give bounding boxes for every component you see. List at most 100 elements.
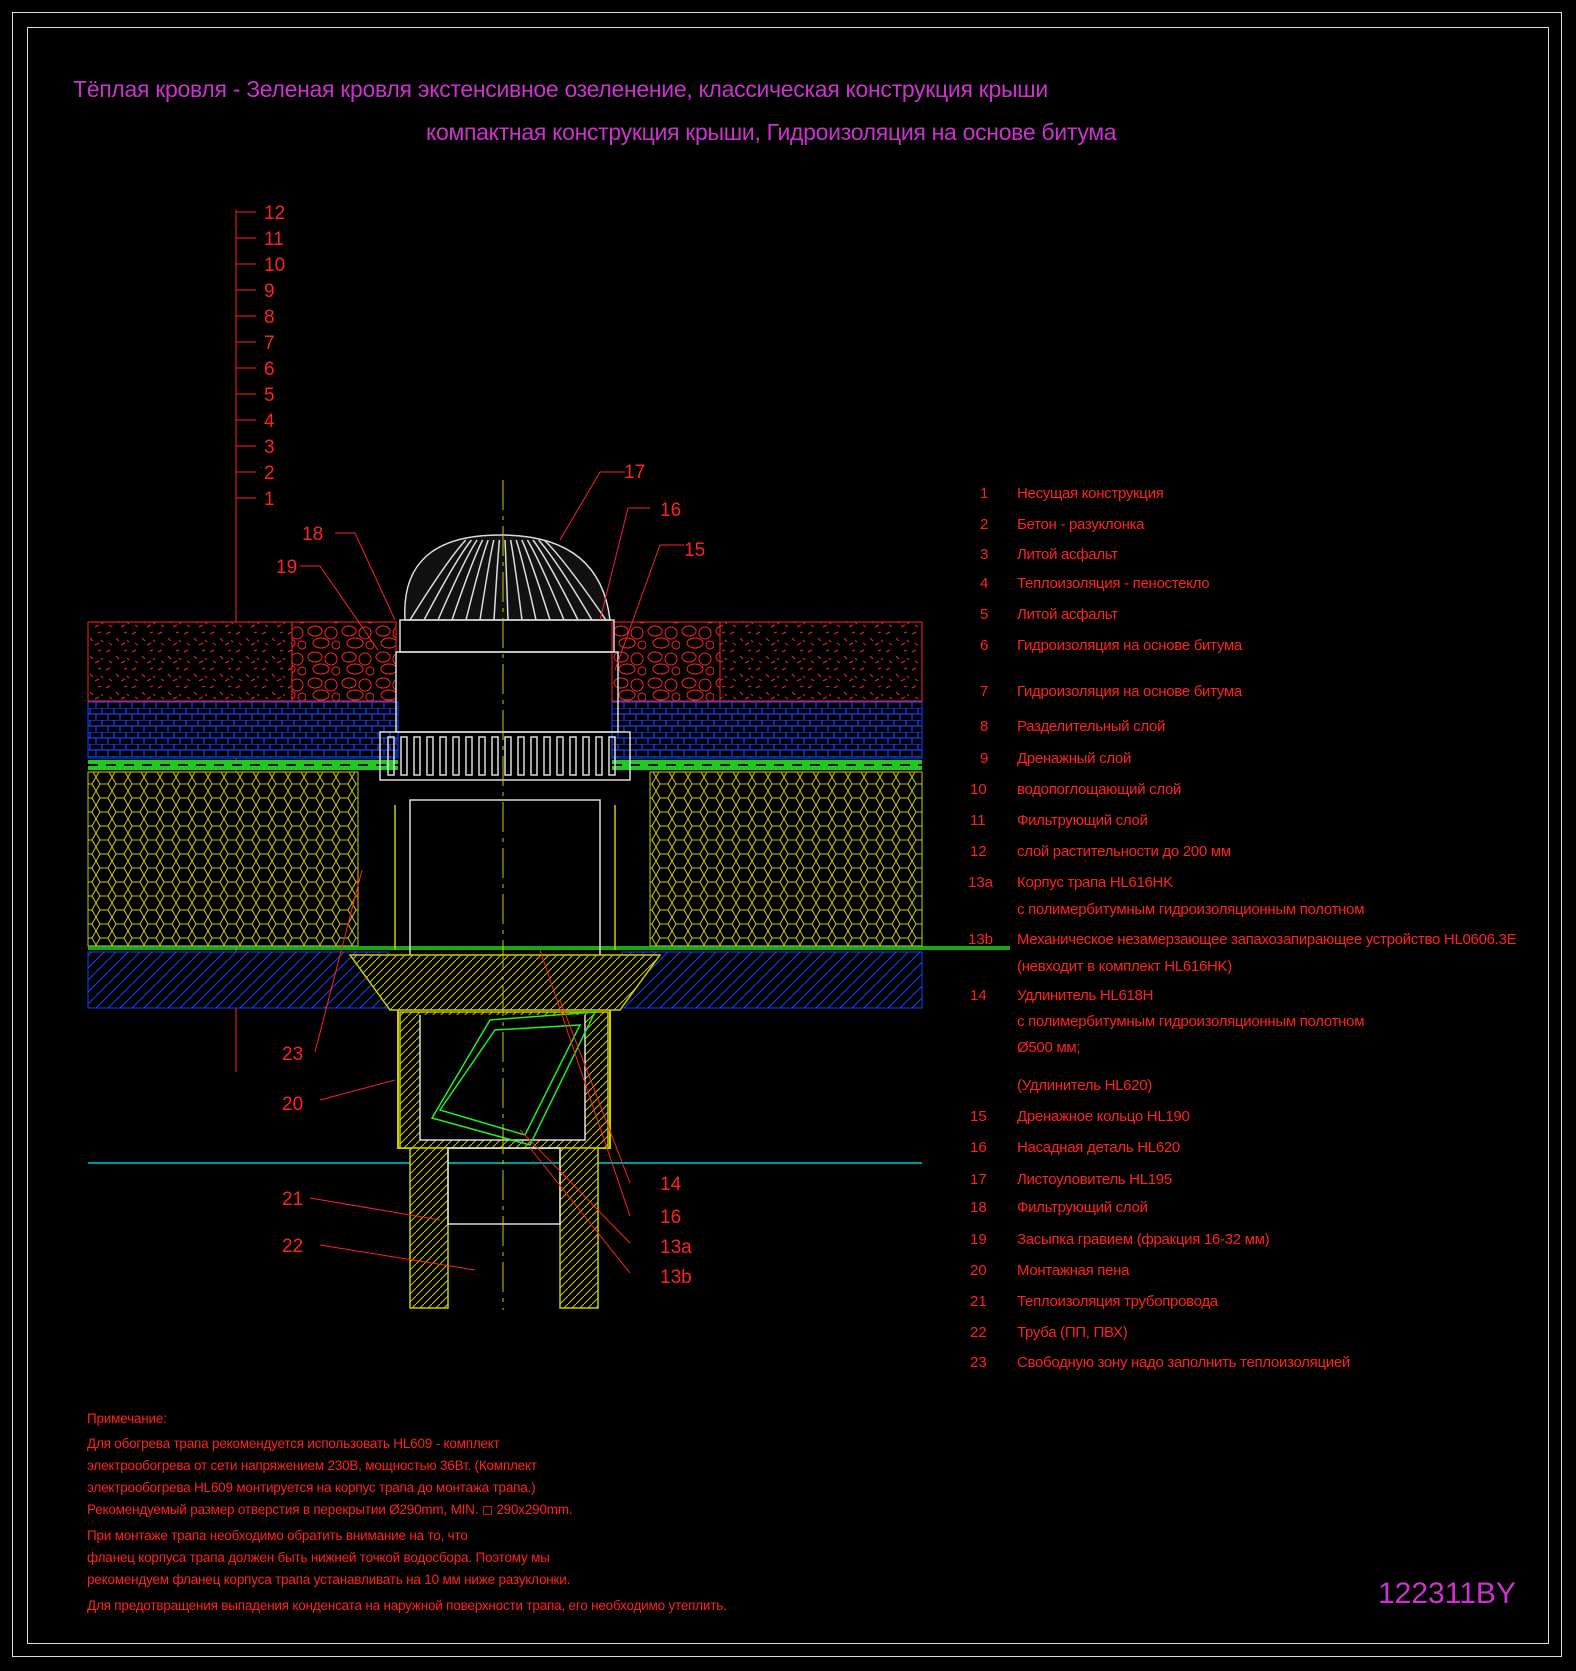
callout-label: 22 — [282, 1236, 303, 1257]
legend-text: Ø500 мм; — [1017, 1039, 1081, 1056]
note-line: При монтаже трапа необходимо обратить вн… — [87, 1528, 468, 1543]
legend-number: 4 — [980, 575, 989, 592]
ring-tooth — [478, 736, 486, 776]
legend-text: водопоглощающий слой — [1017, 781, 1182, 798]
ring-tooth — [387, 736, 395, 776]
callout-label: 16 — [660, 1207, 681, 1228]
callout-label: 18 — [302, 524, 323, 545]
ring-tooth — [413, 736, 421, 776]
dome-rib — [437, 539, 478, 621]
ring-tooth — [426, 736, 434, 776]
callout-label: 23 — [282, 1044, 303, 1065]
callout-label: 14 — [660, 1174, 682, 1195]
legend-text: Гидроизоляция на основе битума — [1017, 637, 1242, 654]
callout-label: 15 — [684, 540, 705, 561]
callout-label: 16 — [660, 500, 681, 521]
scale-label: 4 — [264, 411, 275, 432]
legend-number: 21 — [970, 1293, 987, 1310]
callout-label: 21 — [282, 1189, 303, 1210]
callout-label: 13a — [660, 1237, 692, 1258]
legend-number: 22 — [970, 1324, 987, 1341]
legend-text: Механическое незамерзающее запахозапираю… — [1017, 931, 1517, 948]
note-line: рекомендуем фланец корпуса трапа устанав… — [87, 1572, 571, 1587]
dome-rib — [543, 539, 607, 621]
ring-tooth — [504, 736, 512, 776]
membrane-layer — [88, 760, 922, 770]
dome-rib — [521, 539, 551, 621]
legend-text: Труба (ПП, ПВХ) — [1017, 1324, 1128, 1341]
drawing-code: 122311BY — [1378, 1577, 1516, 1610]
scale-label: 8 — [264, 307, 275, 328]
legend-number: 11 — [970, 812, 986, 829]
legend-number: 1 — [980, 485, 989, 502]
legend-text: Удлинитель HL618H — [1017, 987, 1154, 1004]
insulation-layer — [87, 771, 1010, 950]
legend-number: 3 — [980, 546, 989, 563]
note-line: фланец корпуса трапа должен быть нижней … — [87, 1550, 550, 1565]
scale-label: 2 — [264, 463, 275, 484]
legend-text: Монтажная пена — [1017, 1262, 1130, 1279]
note-line: электрообогрева от сети напряжением 230В… — [87, 1458, 537, 1473]
legend-text: Фильтрующий слой — [1017, 1199, 1148, 1216]
callout-label: 13b — [660, 1267, 692, 1288]
legend-text: Разделительный слой — [1017, 718, 1166, 735]
legend-text: Теплоизоляция - пеностекло — [1017, 575, 1210, 592]
drainage-layer — [87, 701, 923, 759]
title-line-2: компактная конструкция крыши, Гидроизоля… — [426, 119, 1117, 145]
vegetation-layer — [87, 621, 923, 702]
dome-rib — [479, 539, 495, 621]
legend-text: с полимербитумным гидроизоляционным поло… — [1017, 1013, 1365, 1030]
scale-label: 12 — [264, 203, 285, 224]
legend-number: 17 — [970, 1171, 987, 1188]
leader-lines — [300, 471, 684, 1274]
legend-number: 6 — [980, 637, 989, 654]
legend-text: Несущая конструкция — [1017, 485, 1164, 502]
ring-tooth — [491, 736, 499, 776]
callout-label: 17 — [624, 462, 645, 483]
scale-label: 3 — [264, 437, 275, 458]
dome-rib — [509, 539, 523, 621]
legend-number: 13a — [968, 874, 994, 891]
scale-label: 1 — [264, 489, 275, 510]
legend-text: Засыпка гравием (фракция 16-32 мм) — [1017, 1231, 1270, 1248]
dome-rib — [451, 539, 484, 621]
legend-number: 19 — [970, 1231, 987, 1248]
ring-tooth — [465, 736, 473, 776]
scale-label: 5 — [264, 385, 275, 406]
scale-label: 11 — [264, 229, 284, 250]
legend-text: слой растительности до 200 мм — [1017, 843, 1231, 860]
ring-tooth — [556, 736, 564, 776]
dome-rib — [423, 539, 472, 621]
legend-text: Дренажный слой — [1017, 750, 1132, 767]
inner-frame — [27, 27, 1549, 1644]
ring-tooth — [595, 736, 603, 776]
title-line-1: Тёплая кровля - Зеленая кровля экстенсив… — [73, 76, 1048, 102]
legend-number: 7 — [980, 683, 989, 700]
dome-rib — [409, 539, 467, 621]
notes-heading: Примечание: — [87, 1411, 167, 1426]
drain-body — [348, 480, 662, 1310]
legend-number: 13b — [968, 931, 994, 948]
callout-label: 20 — [282, 1094, 303, 1115]
ring-tooth — [569, 736, 577, 776]
scale-label: 10 — [264, 255, 285, 276]
structural-slab — [87, 951, 923, 1164]
legend-number: 15 — [970, 1108, 987, 1125]
legend-number: 9 — [980, 750, 989, 767]
legend-text: Литой асфальт — [1017, 606, 1118, 623]
legend-text: Насадная деталь HL620 — [1017, 1139, 1180, 1156]
legend-number: 23 — [970, 1354, 987, 1371]
ring-tooth — [582, 736, 590, 776]
note-line: Рекомендуемый размер отверстия в перекры… — [87, 1502, 573, 1517]
legend-number: 10 — [970, 781, 987, 798]
dome-rib — [465, 539, 489, 621]
legend-number: 12 — [970, 843, 987, 860]
ring-tooth — [608, 736, 616, 776]
ring-tooth — [543, 736, 551, 776]
legend-text: (невходит в комплект HL616HK) — [1017, 958, 1232, 975]
legend-number: 20 — [970, 1262, 987, 1279]
note-line: Для обогрева трапа рекомендуется использ… — [87, 1436, 500, 1451]
note-line: Для предотвращения выпадения конденсата … — [87, 1598, 727, 1613]
